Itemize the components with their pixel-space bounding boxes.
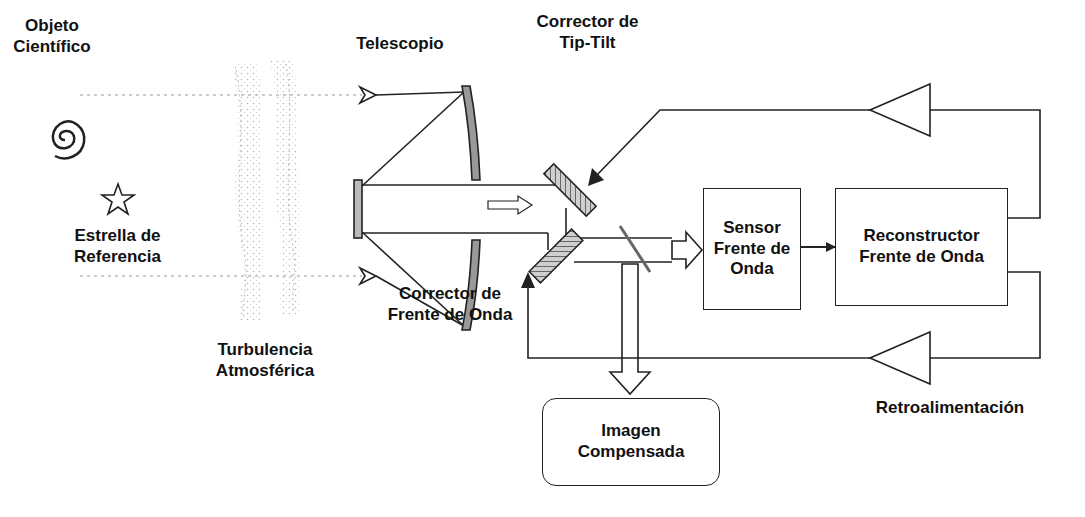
feedback-arrowheads — [521, 168, 604, 288]
star-symbol — [102, 184, 134, 214]
telescope-label: Telescopio — [340, 34, 460, 55]
turbulence-label: Turbulencia Atmosférica — [195, 340, 335, 381]
tip-tilt-label: Corrector de Tip-Tilt — [520, 12, 655, 53]
box-text: Sensor Frente de Onda — [712, 218, 792, 280]
image-box: Imagen Compensada — [542, 398, 720, 486]
object-label: Objeto Científico — [2, 16, 102, 57]
reconstructor-box: Reconstructor Frente de Onda — [835, 188, 1008, 306]
feedback-label: Retroalimentación — [860, 398, 1040, 419]
beam-arrow — [672, 232, 702, 268]
deformable-mirror — [529, 229, 583, 283]
sensor-box: Sensor Frente de Onda — [703, 188, 801, 310]
amplifier-symbol — [870, 332, 930, 384]
corrector-label: Corrector de Frente de Onda — [375, 284, 525, 325]
galaxy-symbol — [53, 121, 84, 158]
beam-arrow — [488, 196, 532, 214]
turbulence — [232, 58, 301, 320]
star-label: Estrella de Referencia — [55, 226, 180, 267]
beam-arrow — [610, 264, 650, 394]
signal-arrow — [801, 246, 835, 248]
box-text: Imagen Compensada — [566, 421, 696, 462]
tip-tilt-mirror — [544, 164, 596, 216]
feedback-wires — [528, 110, 1040, 358]
amplifier-symbol — [870, 84, 930, 136]
box-text: Reconstructor Frente de Onda — [847, 226, 997, 267]
